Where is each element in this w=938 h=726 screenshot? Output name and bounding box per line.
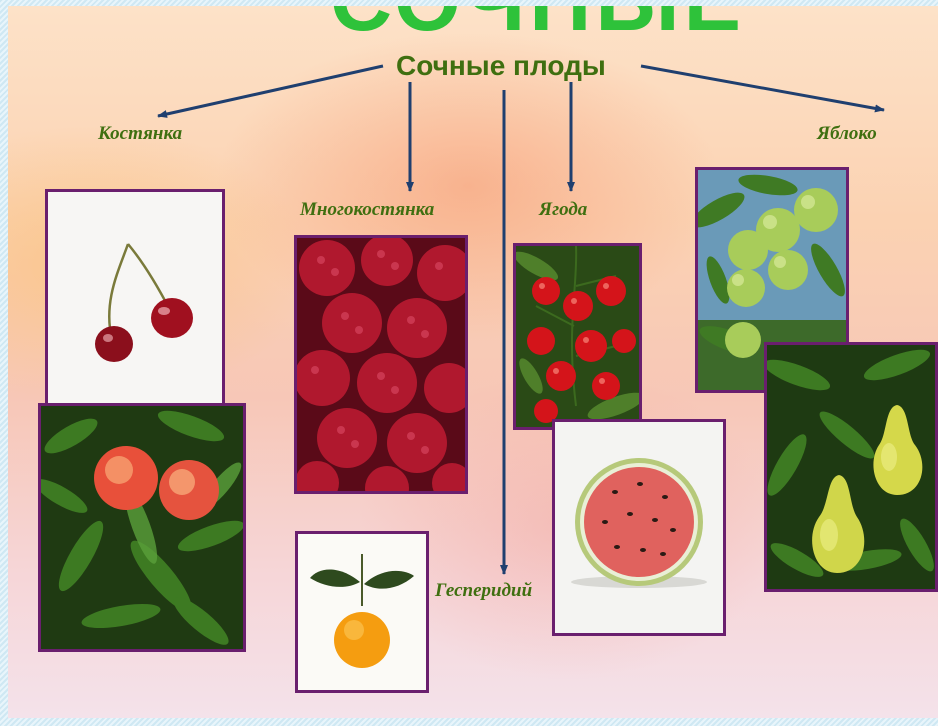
slide: СОЧНЫЕ Сочные плоды Костянка Многокостян… [8, 6, 938, 718]
orange-photo [295, 531, 429, 693]
peach-photo [38, 403, 246, 652]
label-drupe: Костянка [98, 123, 182, 145]
label-berry: Ягода [539, 199, 587, 221]
arrow-to-drupe [158, 66, 383, 116]
raspberry-photo [294, 235, 468, 494]
cherry-photo [45, 189, 225, 407]
pear-photo [764, 342, 938, 592]
label-hesperidium: Гесперидий [435, 580, 532, 602]
label-polydrupe: Многокостянка [300, 199, 434, 221]
watermelon-photo [552, 419, 726, 636]
label-apple: Яблоко [817, 123, 877, 145]
main-title: Сочные плоды [396, 50, 606, 82]
arrow-to-apple [641, 66, 884, 110]
tomato-photo [513, 243, 642, 430]
